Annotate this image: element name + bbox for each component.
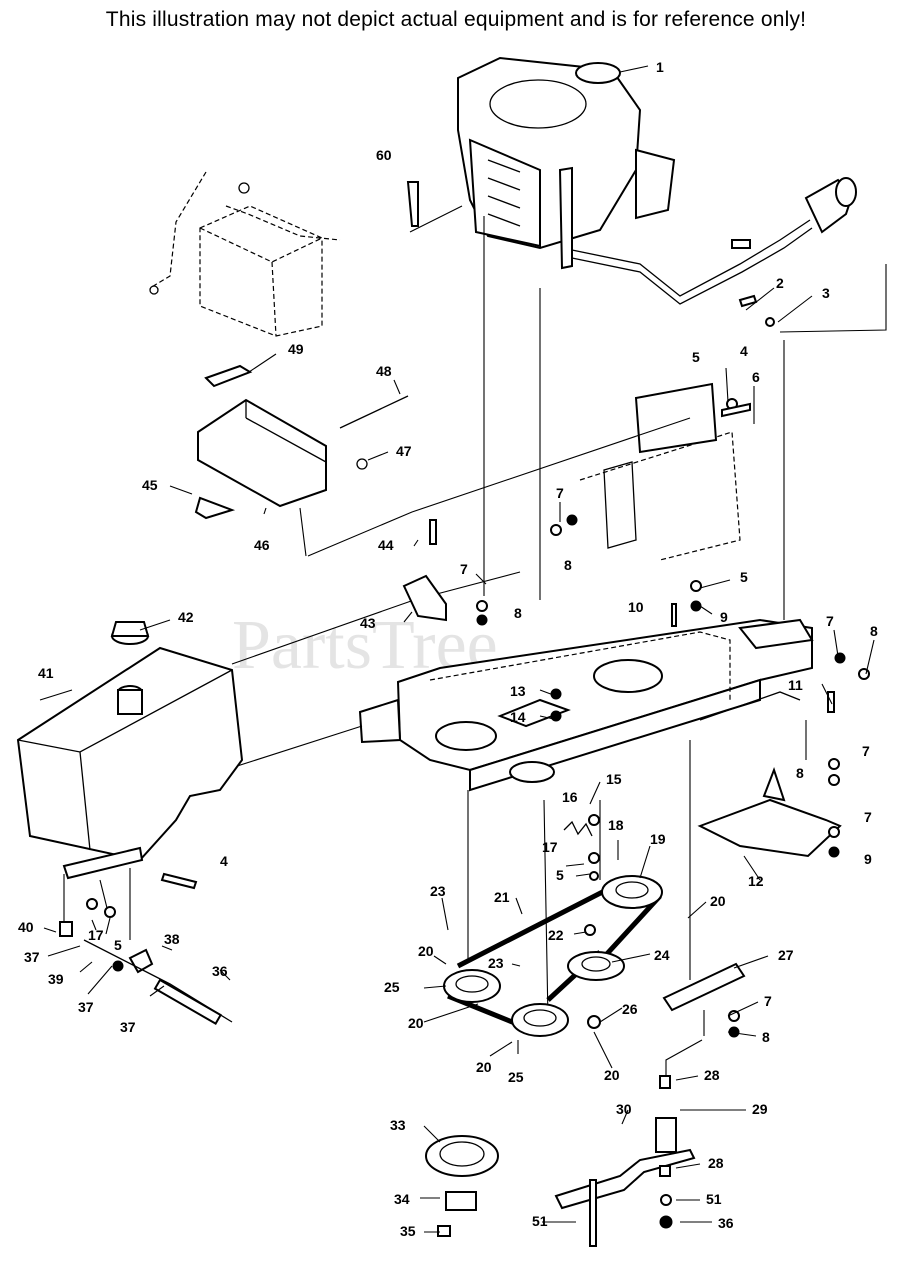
callout-8a: 8: [564, 557, 572, 573]
callout-41: 41: [38, 665, 54, 681]
callout-8b: 8: [514, 605, 522, 621]
callout-51: 51: [706, 1191, 722, 1207]
callout-26: 26: [622, 1001, 638, 1017]
callout-42: 42: [178, 609, 194, 625]
callout-20e: 20: [604, 1067, 620, 1083]
callout-numbers: 1 60 2 3 4 5 6 49 48 47 45 46 44 7 8 7 8…: [18, 59, 878, 1239]
callout-45: 45: [142, 477, 158, 493]
fuel-line-parts: [59, 868, 233, 1026]
callout-60: 60: [376, 147, 392, 163]
callout-8e: 8: [762, 1029, 770, 1045]
callout-28b: 28: [708, 1155, 724, 1171]
callout-14: 14: [510, 709, 526, 725]
callout-16: 16: [562, 789, 578, 805]
callout-leaders: [39, 65, 875, 1233]
mount-plate: [402, 519, 447, 622]
callout-7b: 7: [460, 561, 468, 577]
callout-4b: 4: [220, 853, 228, 869]
callout-5b: 5: [740, 569, 748, 585]
callout-9a: 9: [720, 609, 728, 625]
callout-36: 36: [212, 963, 228, 979]
callout-20a: 20: [710, 893, 726, 909]
callout-1: 1: [656, 59, 664, 75]
callout-3: 3: [822, 285, 830, 301]
callout-47: 47: [396, 443, 412, 459]
callout-32: 51: [532, 1213, 548, 1229]
callout-21: 21: [494, 889, 510, 905]
callout-10: 10: [628, 599, 644, 615]
callout-12: 12: [748, 873, 764, 889]
callout-7c: 7: [826, 613, 834, 629]
callout-23b: 23: [488, 955, 504, 971]
callout-18: 18: [608, 817, 624, 833]
callout-29: 29: [752, 1101, 768, 1117]
fuel-tank: [16, 621, 244, 880]
callout-2: 2: [776, 275, 784, 291]
callout-37b: 37: [78, 999, 94, 1015]
callout-7d: 7: [862, 743, 870, 759]
callout-30: 30: [616, 1101, 632, 1117]
callout-49: 49: [288, 341, 304, 357]
callout-6: 6: [752, 369, 760, 385]
tension-spring: [563, 814, 600, 881]
idler-arm: [554, 962, 746, 1247]
callout-17a: 17: [542, 839, 558, 855]
callout-27: 27: [778, 947, 794, 963]
callout-38: 38: [164, 931, 180, 947]
callout-8d: 8: [796, 765, 804, 781]
callout-8c: 8: [870, 623, 878, 639]
callout-25a: 25: [384, 979, 400, 995]
callout-9b: 9: [864, 851, 872, 867]
engine: [457, 56, 857, 305]
callout-46: 46: [254, 537, 270, 553]
callout-22: 22: [548, 927, 564, 943]
callout-4: 4: [740, 343, 748, 359]
callout-20d: 20: [476, 1059, 492, 1075]
callout-48: 48: [376, 363, 392, 379]
callout-5d: 5: [114, 937, 122, 953]
callout-20b: 20: [418, 943, 434, 959]
callout-40: 40: [18, 919, 34, 935]
callout-31: 36: [718, 1215, 734, 1231]
callout-24: 24: [654, 947, 670, 963]
callout-37c: 37: [120, 1019, 136, 1035]
callout-7f: 7: [764, 993, 772, 1009]
callout-25b: 25: [508, 1069, 524, 1085]
callout-33: 33: [390, 1117, 406, 1133]
callout-13: 13: [510, 683, 526, 699]
belt-guard: [697, 767, 842, 858]
callout-28a: 28: [704, 1067, 720, 1083]
callout-34: 34: [394, 1191, 410, 1207]
battery-bracket: [194, 364, 409, 520]
callout-17b: 17: [88, 927, 104, 943]
frame: [358, 382, 814, 792]
callout-23a: 23: [430, 883, 446, 899]
callout-7e: 7: [864, 809, 872, 825]
pulley-system: [425, 875, 663, 1211]
callout-5c: 5: [556, 867, 564, 883]
callout-37a: 37: [24, 949, 40, 965]
disclaimer-text: This illustration may not depict actual …: [105, 8, 807, 31]
callout-5: 5: [692, 349, 700, 365]
callout-43: 43: [360, 615, 376, 631]
callout-7a: 7: [556, 485, 564, 501]
battery: [149, 171, 341, 337]
callout-35: 35: [400, 1223, 416, 1239]
callout-15: 15: [606, 771, 622, 787]
callout-11: 11: [788, 677, 803, 693]
callout-19: 19: [650, 831, 666, 847]
callout-44: 44: [378, 537, 394, 553]
callout-39: 39: [48, 971, 64, 987]
callout-20c: 20: [408, 1015, 424, 1031]
